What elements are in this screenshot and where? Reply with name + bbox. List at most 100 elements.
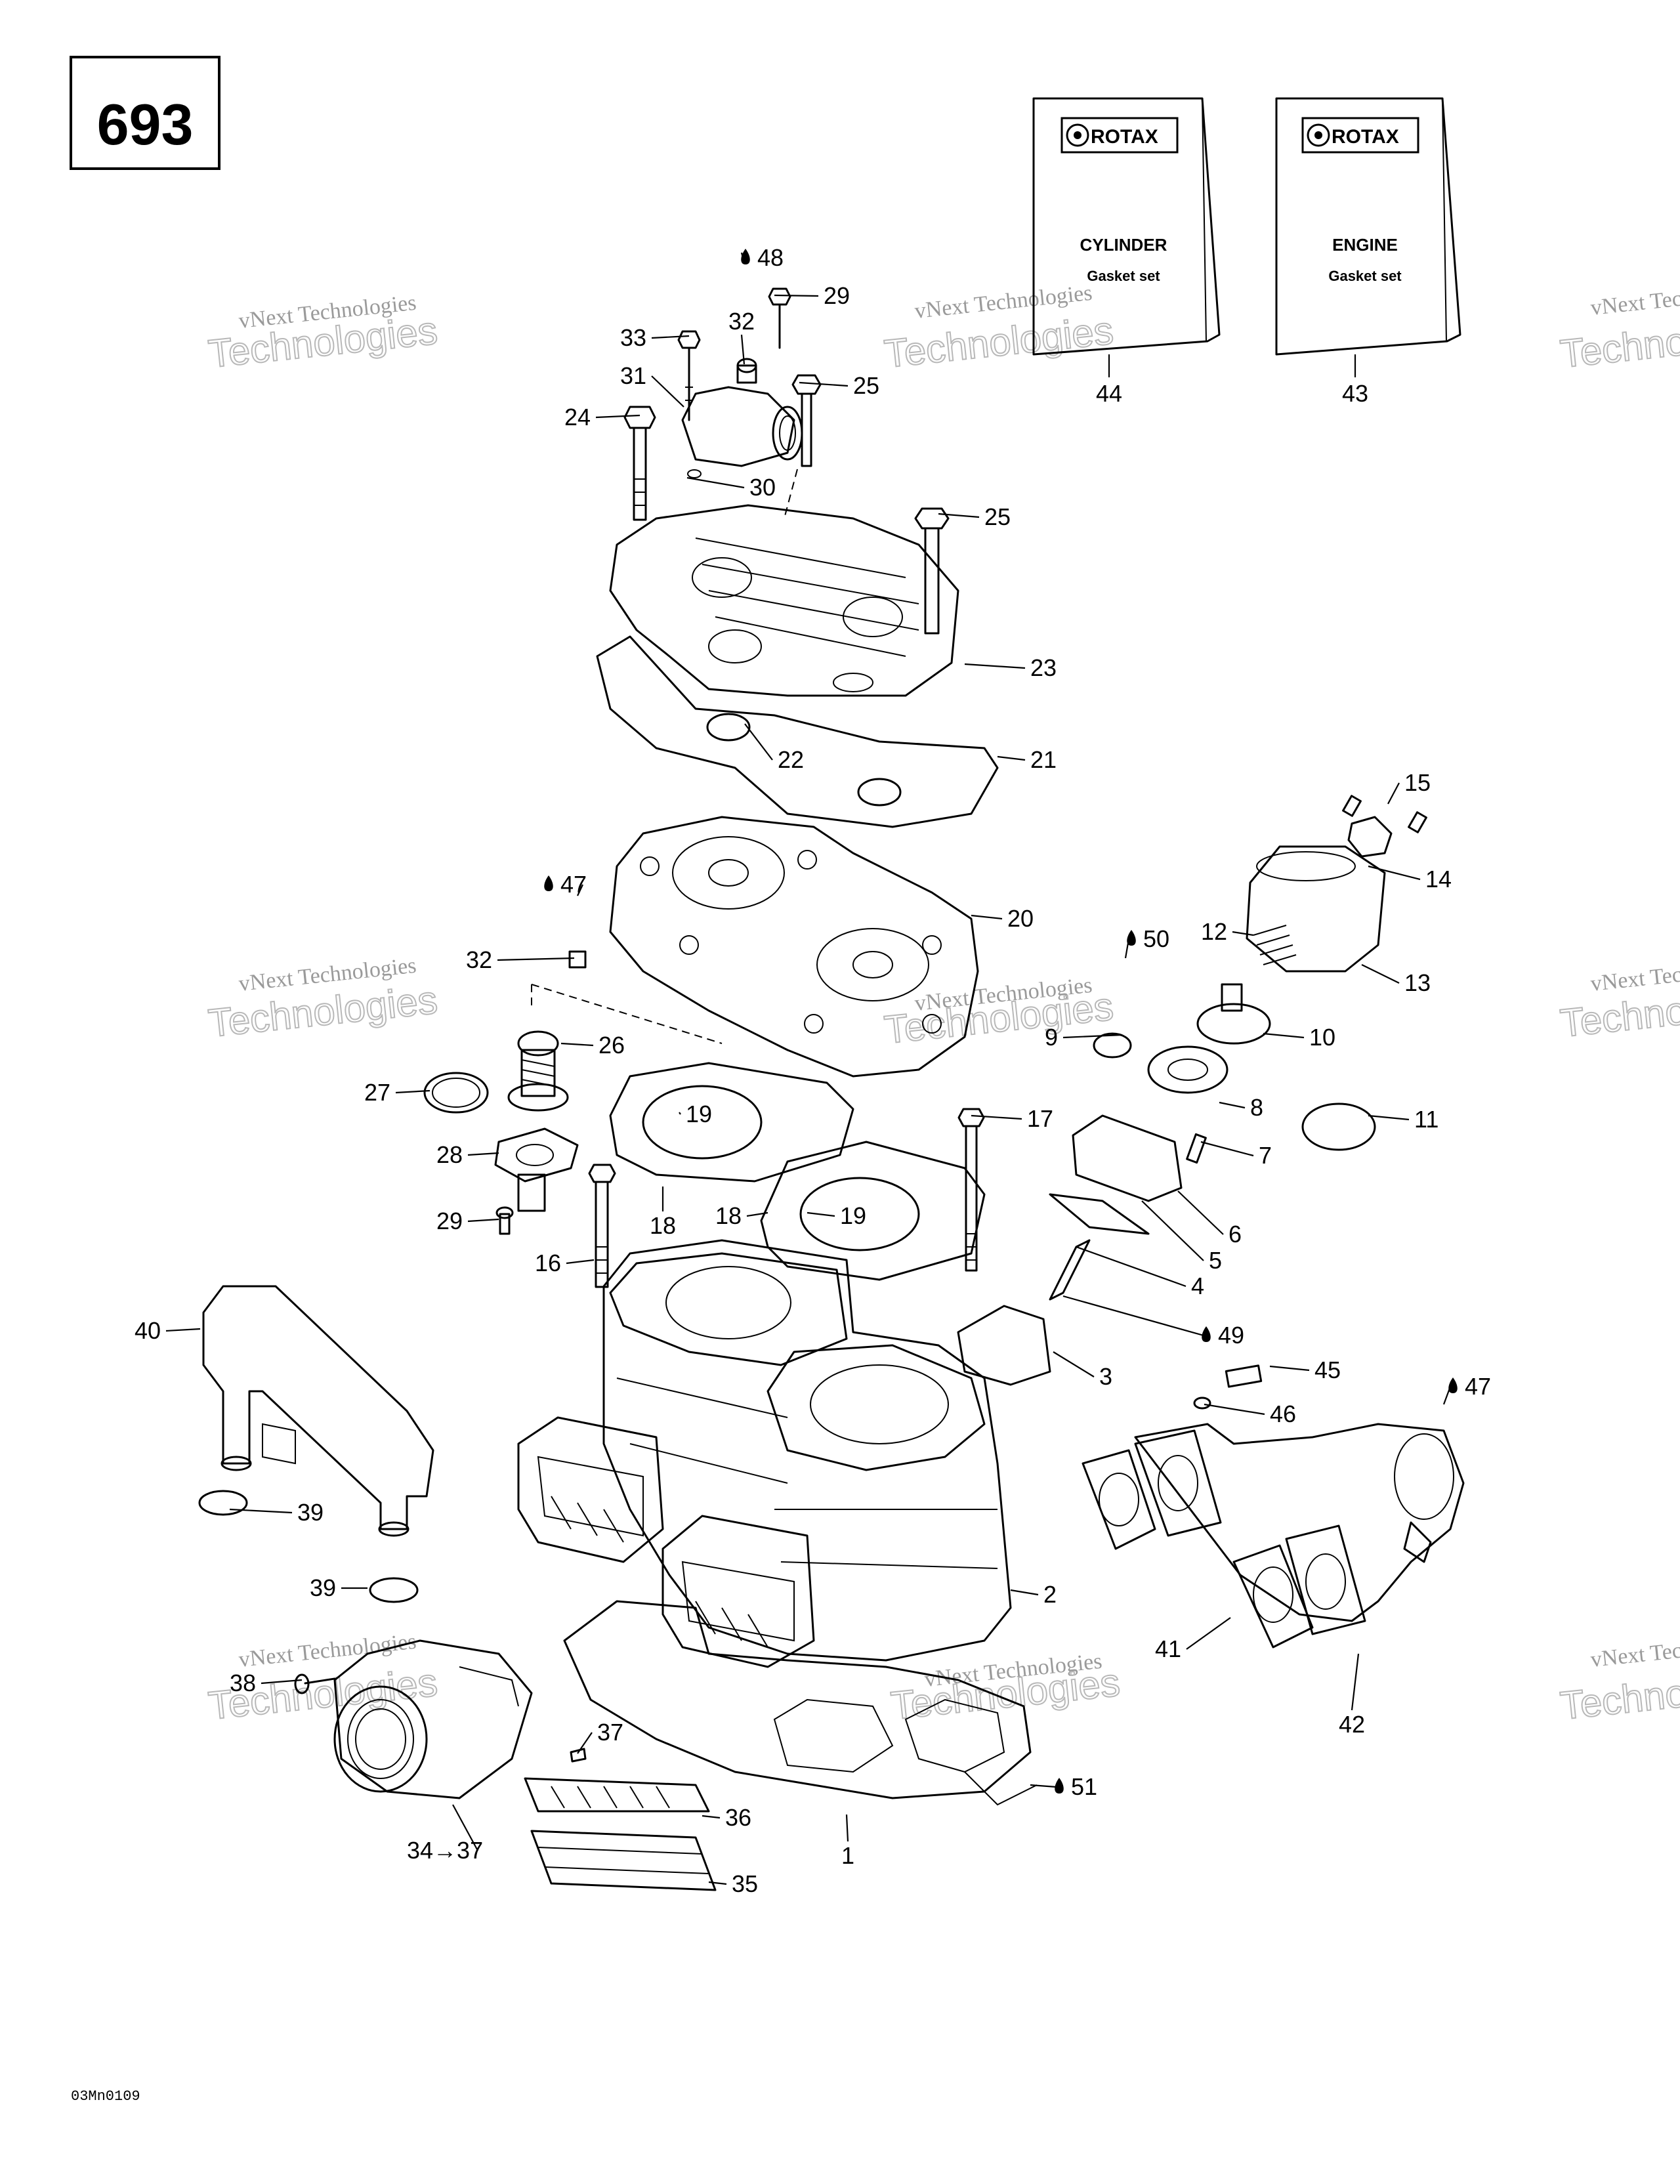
callout-c35: 35 xyxy=(708,1870,758,1897)
kit-number: 44 xyxy=(1096,380,1122,407)
leader-line xyxy=(1263,1032,1305,1039)
exhaust-manifold-group xyxy=(1082,1364,1465,1648)
callout-c20: 20 xyxy=(971,905,1034,932)
callout-number: 47 xyxy=(1465,1373,1491,1400)
callout-c36: 36 xyxy=(702,1804,751,1831)
kit-brand: ROTAX xyxy=(1091,126,1158,148)
callout-c33: 33 xyxy=(620,324,690,351)
callout-number: 30 xyxy=(749,474,776,501)
callout-c17: 17 xyxy=(971,1105,1053,1132)
kit-subtitle: Gasket set xyxy=(1087,268,1160,284)
watermark-text: vNext Technologies xyxy=(1589,1629,1680,1672)
callout-c19a: 19 xyxy=(679,1101,712,1127)
watermark-text: vNext Technologies xyxy=(1589,278,1680,320)
callout-number: 36 xyxy=(725,1804,751,1831)
callout-number: 46 xyxy=(1270,1400,1296,1427)
callout-number: 9 xyxy=(1045,1024,1058,1051)
leader-line xyxy=(261,1679,303,1685)
callout-c45: 45 xyxy=(1269,1356,1341,1383)
callout-number: 17 xyxy=(1027,1105,1053,1132)
callout-c31: 31 xyxy=(620,362,684,408)
leader-line xyxy=(452,1804,478,1851)
callout-c47a: 47 xyxy=(544,871,587,898)
callout-c28: 28 xyxy=(436,1141,499,1168)
callout-c12: 12 xyxy=(1201,918,1254,945)
callout-number: 4 xyxy=(1191,1272,1204,1299)
callout-number: 32 xyxy=(466,946,492,973)
leader-line xyxy=(1053,1351,1095,1377)
leader-line xyxy=(1219,1101,1246,1109)
callout-c41: 41 xyxy=(1155,1617,1231,1662)
callout-c9: 9 xyxy=(1045,1024,1123,1051)
callout-c23: 23 xyxy=(964,654,1057,681)
callout-c47b: 47 xyxy=(1442,1373,1491,1405)
callout-c37: 37 xyxy=(577,1719,623,1754)
leader-line xyxy=(595,414,640,419)
callout-number: 47 xyxy=(560,871,587,898)
callout-number: 1 xyxy=(841,1842,854,1869)
leader-line xyxy=(1269,1365,1310,1372)
watermark-group: vNext Technologies Technologies vNext Te… xyxy=(205,278,1680,1729)
cylinder-gaskets xyxy=(609,1062,986,1281)
callout-number: 27 xyxy=(364,1079,390,1106)
lubricant-drop-icon xyxy=(741,249,750,264)
callout-number: 51 xyxy=(1071,1773,1097,1800)
callout-c25b: 25 xyxy=(938,503,1011,530)
reed-petals xyxy=(524,1748,717,1891)
leader-line xyxy=(1368,865,1421,881)
leader-line xyxy=(651,335,690,339)
callout-number: 19 xyxy=(686,1101,712,1127)
callout-number: 20 xyxy=(1007,905,1034,932)
leader-line xyxy=(740,334,746,365)
callout-c19b: 19 xyxy=(807,1202,866,1229)
leader-line xyxy=(799,381,849,387)
callout-number: 33 xyxy=(620,324,646,351)
callout-c13: 13 xyxy=(1361,964,1431,996)
callout-c34: 34→37 xyxy=(407,1804,483,1864)
kit-number: 43 xyxy=(1342,380,1368,407)
callout-number: 34→37 xyxy=(407,1837,483,1864)
callout-number: 38 xyxy=(230,1670,256,1696)
watermark-outline: Technologies xyxy=(1558,1660,1680,1728)
callout-c11: 11 xyxy=(1368,1106,1438,1133)
callout-number: 2 xyxy=(1043,1581,1057,1608)
crankcase-gasket xyxy=(563,1600,1038,1806)
callout-c18a: 18 xyxy=(650,1186,676,1239)
air-silencer xyxy=(198,1285,434,1603)
rotax-logo-icon xyxy=(1066,123,1089,147)
callout-number: 15 xyxy=(1404,769,1431,796)
leader-line xyxy=(1186,1617,1231,1650)
callout-c5: 5 xyxy=(1141,1200,1222,1274)
callout-number: 45 xyxy=(1314,1356,1341,1383)
leader-line xyxy=(744,723,773,761)
callout-number: 48 xyxy=(757,244,784,271)
callout-c18b: 18 xyxy=(715,1202,768,1229)
leader-line xyxy=(971,1114,1022,1120)
callout-number: 39 xyxy=(297,1499,324,1526)
callout-c39b: 39 xyxy=(310,1574,368,1601)
leader-line xyxy=(1076,1246,1186,1288)
callout-c39a: 39 xyxy=(229,1499,324,1526)
leader-line xyxy=(165,1328,201,1332)
leader-line xyxy=(1177,1190,1224,1235)
callout-number: 31 xyxy=(620,362,646,389)
callout-number: 49 xyxy=(1218,1322,1244,1349)
callout-number: 11 xyxy=(1414,1106,1438,1133)
callout-c29a: 29 xyxy=(774,282,850,309)
leader-line xyxy=(467,1218,499,1223)
callout-number: 6 xyxy=(1228,1221,1242,1248)
callout-number: 39 xyxy=(310,1574,336,1601)
callout-number: 41 xyxy=(1155,1635,1181,1662)
cylinder-head-cover xyxy=(609,504,959,697)
leader-line xyxy=(566,1259,595,1265)
watermark-outline: Technologies xyxy=(1558,308,1680,376)
callout-c32b: 32 xyxy=(466,946,575,973)
leader-line xyxy=(1232,931,1254,936)
callout-c2: 2 xyxy=(1010,1581,1057,1608)
leader-line xyxy=(577,1732,593,1754)
callout-number: 26 xyxy=(598,1032,625,1059)
reed-valve-blocks xyxy=(517,1416,815,1668)
cylinder-studs xyxy=(588,1108,985,1288)
